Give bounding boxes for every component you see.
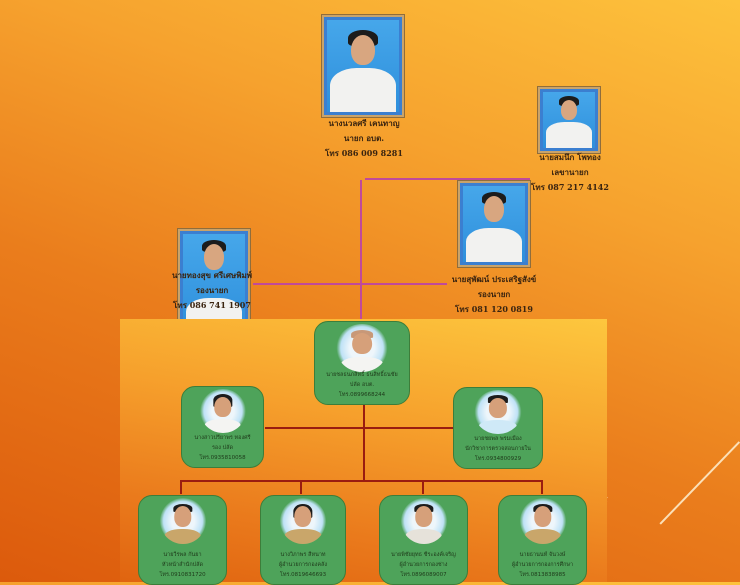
division-name: นางวิภาพร สีหนาท (280, 552, 326, 558)
auditor-photo (474, 390, 522, 434)
portrait-uniform (524, 529, 561, 544)
deputy-right-photo (458, 181, 530, 267)
deputy-chief-name: นางสาวปรียาพร ทองศรี (194, 435, 251, 441)
portrait-face (204, 244, 224, 270)
deputy-chief-text: นางสาวปรียาพร ทองศรี รอง ปลัด โทร.093581… (182, 433, 263, 463)
portrait-face (173, 506, 192, 527)
chief-phone: โทร.0899668244 (338, 392, 386, 398)
deputy-right-caption: นายสุพัฒน์ ประเสริฐสังข์ รองนายก โทร 081… (430, 272, 558, 317)
division-name: นายธานนท์ จันวงษ์ (519, 552, 566, 558)
portrait-uniform (164, 529, 201, 544)
deputy-right-phone: โทร 081 120 0819 (455, 304, 533, 314)
connector-line (265, 427, 460, 429)
division-photo (280, 498, 326, 544)
portrait-face (484, 196, 504, 222)
portrait-face (351, 35, 375, 65)
connector-line (180, 480, 542, 482)
division-position: หัวหน้าสำนักปลัด (161, 562, 204, 568)
secretary-name: นายสมนึก โพทอง (539, 152, 601, 162)
deputy-left-phone: โทร 086 741 1907 (173, 300, 251, 310)
portrait-uniform (204, 418, 241, 433)
chief-name: นายชลธนภสิทธิ์ ธนสิทธิ์ธนชัย (326, 372, 398, 378)
deputy-chief-position: รอง ปลัด (211, 445, 234, 451)
deputy-chief-photo (199, 389, 246, 433)
division-photo (159, 498, 206, 544)
head-caption: นางนวลศรี เคนทาญ นายก อบต. โทร 086 009 8… (300, 116, 428, 161)
portrait-face (213, 396, 232, 417)
deputy-chief-box: นางสาวปรียาพร ทองศรี รอง ปลัด โทร.093581… (181, 386, 264, 468)
portrait-uniform (546, 122, 592, 148)
deputy-chief-phone: โทร.0935810058 (199, 455, 246, 461)
portrait-uniform (341, 356, 383, 372)
division-photo (400, 498, 447, 544)
division-box: นายธานนท์ จันวงษ์ ผู้อำนวยการกองการศึกษา… (498, 495, 587, 585)
deputy-left-position: รองนายก (195, 285, 229, 295)
division-name: นายวีรพล กันยา (163, 552, 202, 558)
portrait-face (533, 506, 552, 527)
connector-line (253, 283, 447, 285)
division-phone: โทร.0910831720 (159, 572, 206, 578)
portrait-uniform (330, 68, 396, 112)
auditor-name: นายชยพล พรมเมือง (474, 436, 522, 442)
secretary-position: เลขานายก (551, 167, 589, 177)
staff-chart-panel: นายชลธนภสิทธิ์ ธนสิทธิ์ธนชัย ปลัด อบต. โ… (120, 319, 607, 585)
portrait-face (561, 100, 577, 120)
head-name: นางนวลศรี เคนทาญ (328, 118, 400, 128)
division-box: นางวิภาพร สีหนาท ผู้อำนวยการกองคลัง โทร.… (260, 495, 346, 585)
secretary-phone: โทร 087 217 4142 (531, 182, 609, 192)
connector-line (180, 480, 182, 494)
deputy-right-position: รองนายก (477, 289, 511, 299)
connector-line (365, 178, 530, 180)
portrait-uniform (284, 529, 322, 544)
secretary-photo (538, 87, 600, 153)
connector-line (360, 180, 362, 396)
division-phone: โทร.0819646693 (279, 572, 327, 578)
secretary-caption: นายสมนึก โพทอง เลขานายก โทร 087 217 4142 (512, 150, 628, 195)
auditor-text: นายชยพล พรมเมือง นักวิชาการตรวจสอบภายใน … (454, 434, 542, 464)
division-phone: โทร.0896089007 (400, 572, 447, 578)
connector-line (300, 480, 302, 494)
auditor-box: นายชยพล พรมเมือง นักวิชาการตรวจสอบภายใน … (453, 387, 543, 469)
portrait-face (352, 332, 372, 355)
chief-box: นายชลธนภสิทธิ์ ธนสิทธิ์ธนชัย ปลัด อบต. โ… (314, 321, 410, 405)
portrait-uniform (466, 228, 522, 262)
division-box: นายพิชัยยุทธ ชีระองค์เจริญ ผู้อำนวยการกอ… (379, 495, 468, 585)
division-text: นางวิภาพร สีหนาท ผู้อำนวยการกองคลัง โทร.… (261, 550, 345, 580)
division-text: นายพิชัยยุทธ ชีระองค์เจริญ ผู้อำนวยการกอ… (380, 550, 467, 580)
division-box: นายวีรพล กันยา หัวหน้าสำนักปลัด โทร.0910… (138, 495, 227, 585)
connector-line (541, 480, 543, 494)
division-phone: โทร.0813838985 (519, 572, 566, 578)
division-position: ผู้อำนวยการกองช่าง (399, 562, 448, 568)
auditor-phone: โทร.0934800929 (474, 456, 522, 462)
portrait-face (414, 506, 433, 527)
head-photo (322, 15, 404, 117)
connector-line (422, 480, 424, 494)
head-phone: โทร 086 009 8281 (325, 148, 403, 158)
deputy-left-caption: นายทองสุข ศรีเศษพิมพ์ รองนายก โทร 086 74… (150, 268, 274, 313)
division-photo (519, 498, 566, 544)
division-position: ผู้อำนวยการกองคลัง (278, 562, 328, 568)
division-text: นายวีรพล กันยา หัวหน้าสำนักปลัด โทร.0910… (139, 550, 226, 580)
deputy-left-name: นายทองสุข ศรีเศษพิมพ์ (171, 270, 253, 280)
deputy-right-name: นายสุพัฒน์ ประเสริฐสังข์ (451, 274, 537, 284)
portrait-face (294, 506, 312, 527)
portrait-face (488, 397, 508, 418)
division-position: ผู้อำนวยการกองการศึกษา (511, 562, 574, 568)
auditor-position: นักวิชาการตรวจสอบภายใน (465, 446, 531, 452)
division-text: นายธานนท์ จันวงษ์ ผู้อำนวยการกองการศึกษา… (499, 550, 586, 580)
portrait-uniform (405, 529, 442, 544)
decorative-line (659, 441, 740, 525)
chief-photo (336, 324, 388, 372)
connector-line (363, 405, 365, 481)
division-name: นายพิชัยยุทธ ชีระองค์เจริญ (391, 552, 456, 558)
head-position: นายก อบต. (343, 133, 385, 143)
portrait-uniform (478, 419, 518, 434)
chief-position: ปลัด อบต. (349, 382, 375, 388)
chief-text: นายชลธนภสิทธิ์ ธนสิทธิ์ธนชัย ปลัด อบต. โ… (315, 370, 409, 400)
